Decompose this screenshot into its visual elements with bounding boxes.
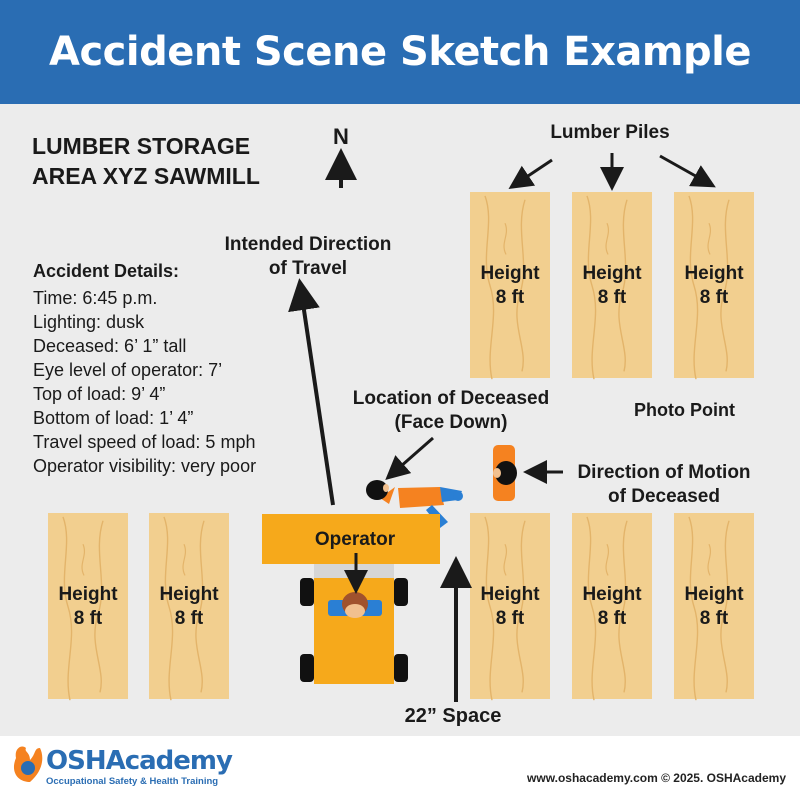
lumber-piles-label: Lumber Piles bbox=[550, 122, 670, 143]
logo-icon bbox=[13, 746, 43, 782]
intended-direction-line-2: of Travel bbox=[268, 258, 348, 279]
pile-height-label: Height 8 ft bbox=[674, 583, 754, 631]
intended-direction-label: Intended Direction of Travel bbox=[208, 233, 408, 281]
pile-height-label: Height 8 ft bbox=[470, 583, 550, 631]
space-label: 22” Space bbox=[404, 705, 502, 727]
direction-motion-line-1: Direction of Motion bbox=[577, 462, 751, 483]
pile-height-value: 8 ft bbox=[73, 608, 103, 629]
area-title-line-1: LUMBER STORAGE bbox=[32, 133, 251, 159]
pile-height-value: 8 ft bbox=[699, 287, 729, 308]
area-title: LUMBER STORAGE AREA XYZ SAWMILL bbox=[32, 131, 332, 191]
page-title: Accident Scene Sketch Example bbox=[48, 29, 752, 75]
pile-height-value: 8 ft bbox=[699, 608, 729, 629]
detail-line: Bottom of load: 1’ 4” bbox=[33, 408, 194, 428]
operator-label: Operator bbox=[314, 529, 396, 550]
pile-height-value: 8 ft bbox=[174, 608, 204, 629]
pile-height-value: 8 ft bbox=[495, 608, 525, 629]
photo-point-label: Photo Point bbox=[634, 400, 735, 420]
pile-height-label: Height 8 ft bbox=[674, 262, 754, 310]
forklift-icon bbox=[262, 514, 440, 684]
accident-details-heading: Accident Details: bbox=[33, 261, 180, 281]
detail-line: Lighting: dusk bbox=[33, 312, 145, 332]
area-title-line-2: AREA XYZ SAWMILL bbox=[32, 163, 260, 189]
lumber-pile-top-2 bbox=[572, 192, 652, 380]
pile-height-text: Height bbox=[582, 263, 642, 284]
detail-line: Travel speed of load: 5 mph bbox=[33, 432, 256, 452]
pile-height-text: Height bbox=[159, 584, 219, 605]
location-deceased-line-2: (Face Down) bbox=[394, 412, 508, 433]
lumber-pile-bottom-2 bbox=[149, 513, 229, 701]
detail-line: Operator visibility: very poor bbox=[33, 456, 257, 476]
detail-line: Time: 6:45 p.m. bbox=[33, 288, 158, 308]
arrow-icon bbox=[508, 158, 553, 189]
intended-direction-line-1: Intended Direction bbox=[224, 234, 392, 255]
location-deceased-label: Location of Deceased (Face Down) bbox=[336, 387, 566, 435]
lumber-pile-top-3 bbox=[674, 192, 754, 380]
detail-line: Eye level of operator: 7’ bbox=[33, 360, 223, 380]
pile-height-text: Height bbox=[684, 263, 744, 284]
detail-line: Top of load: 9’ 4” bbox=[33, 384, 166, 404]
logo-wordmark[interactable]: OSHAcademy bbox=[46, 746, 233, 776]
intended-direction-arrow-icon bbox=[288, 278, 335, 506]
detail-line: Deceased: 6’ 1” tall bbox=[33, 336, 187, 356]
pile-height-value: 8 ft bbox=[495, 287, 525, 308]
pile-height-text: Height bbox=[480, 263, 540, 284]
pile-height-value: 8 ft bbox=[597, 608, 627, 629]
direction-motion-line-2: of Deceased bbox=[608, 486, 720, 507]
copyright-text[interactable]: www.oshacademy.com © 2025. OSHAcademy bbox=[527, 771, 786, 785]
lumber-pile-bottom-5 bbox=[674, 513, 754, 701]
arrow-icon bbox=[659, 154, 716, 188]
direction-motion-label: Direction of Motion of Deceased bbox=[564, 461, 764, 509]
pile-height-label: Height 8 ft bbox=[572, 583, 652, 631]
pile-height-label: Height 8 ft bbox=[572, 262, 652, 310]
pile-height-label: Height 8 ft bbox=[149, 583, 229, 631]
pile-height-text: Height bbox=[480, 584, 540, 605]
lumber-pile-bottom-3 bbox=[470, 513, 550, 701]
pile-height-label: Height 8 ft bbox=[470, 262, 550, 310]
pile-height-text: Height bbox=[58, 584, 118, 605]
logo-tagline: Occupational Safety & Health Training bbox=[46, 776, 219, 787]
location-deceased-line-1: Location of Deceased bbox=[352, 388, 550, 409]
pile-height-text: Height bbox=[684, 584, 744, 605]
lumber-pile-top-1 bbox=[470, 192, 550, 380]
footer bbox=[0, 736, 800, 800]
pile-height-label: Height 8 ft bbox=[48, 583, 128, 631]
pile-height-text: Height bbox=[582, 584, 642, 605]
photo-point-person-icon bbox=[493, 445, 517, 501]
header-bar bbox=[0, 0, 800, 104]
arrow-icon bbox=[385, 436, 434, 480]
lumber-pile-bottom-4 bbox=[572, 513, 652, 701]
north-label: N bbox=[333, 124, 349, 149]
lumber-pile-bottom-1 bbox=[48, 513, 128, 701]
sketch-area bbox=[0, 104, 800, 736]
pile-height-value: 8 ft bbox=[597, 287, 627, 308]
